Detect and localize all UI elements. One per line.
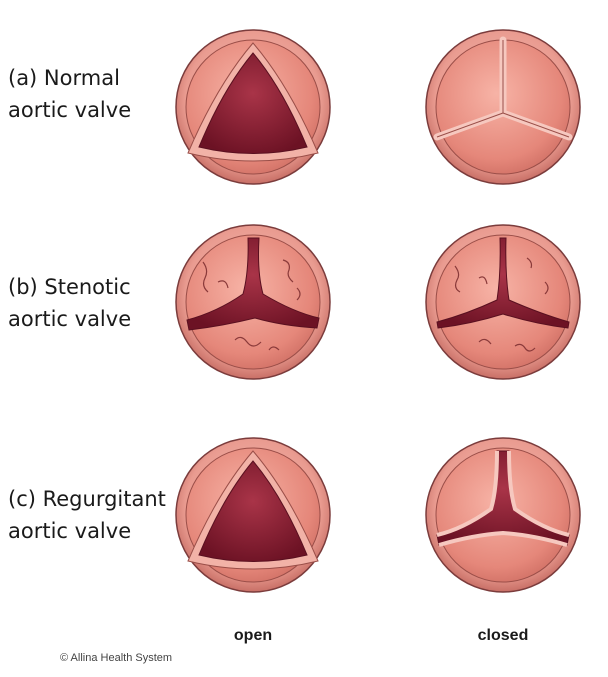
row-label-stenotic-line2: aortic valve xyxy=(8,303,131,335)
row-label-regurgitant: (c) Regurgitant aortic valve xyxy=(8,483,166,547)
stenotic-closed-valve xyxy=(423,222,583,382)
normal-open-valve xyxy=(173,27,333,187)
row-label-regurgitant-line1: (c) Regurgitant xyxy=(8,483,166,515)
regurgitant-closed-valve xyxy=(423,435,583,595)
normal-closed-valve xyxy=(423,27,583,187)
column-label-closed: closed xyxy=(423,627,583,645)
stenotic-open-valve xyxy=(173,222,333,382)
row-label-normal-line2: aortic valve xyxy=(8,94,131,126)
row-label-normal: (a) Normal aortic valve xyxy=(8,62,131,126)
row-label-stenotic: (b) Stenotic aortic valve xyxy=(8,271,131,335)
regurgitant-open-valve xyxy=(173,435,333,595)
row-label-stenotic-line1: (b) Stenotic xyxy=(8,271,131,303)
copyright-credit: © Allina Health System xyxy=(60,652,172,664)
row-label-regurgitant-line2: aortic valve xyxy=(8,515,166,547)
column-label-open: open xyxy=(173,627,333,645)
row-label-normal-line1: (a) Normal xyxy=(8,62,131,94)
